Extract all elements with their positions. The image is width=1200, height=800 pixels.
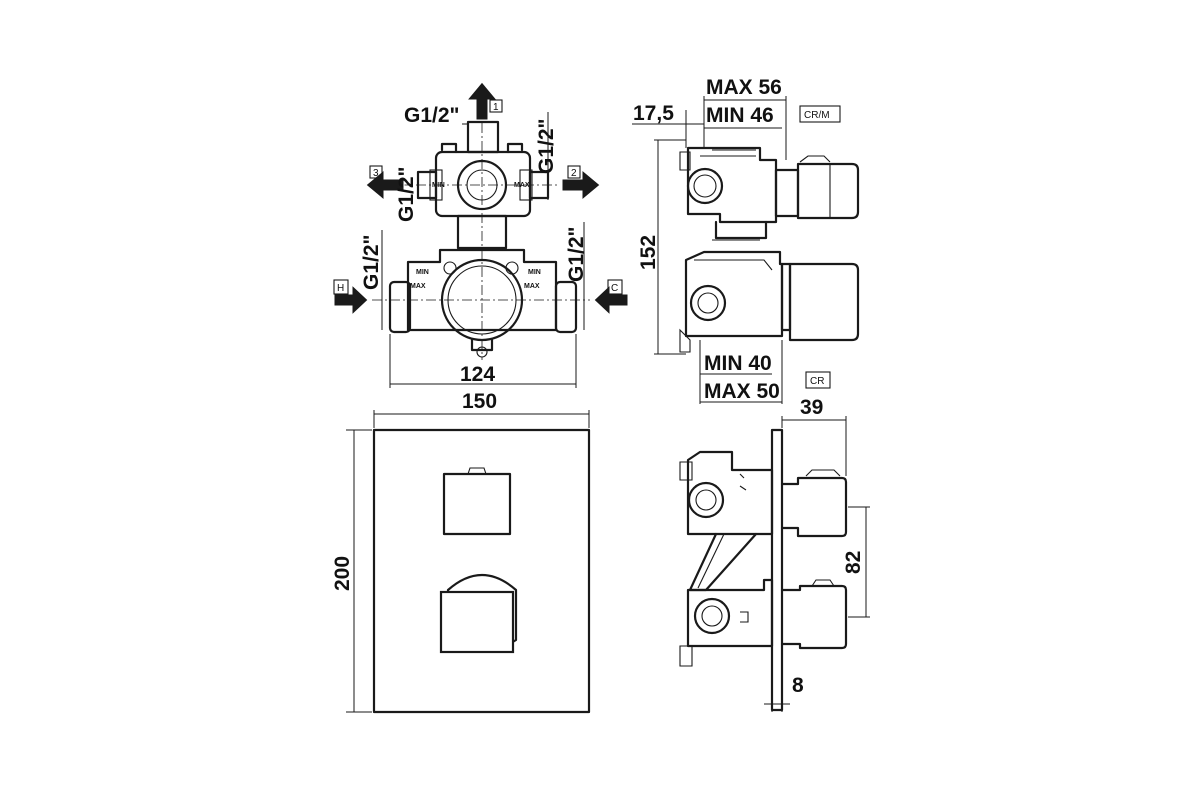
- min-mark-right: MIN: [528, 269, 541, 276]
- arrow-left-icon: [593, 283, 629, 317]
- inlet-hot-thread: G1/2": [360, 235, 383, 290]
- inlet-cold-label: C: [611, 283, 618, 294]
- min-mark: MIN: [432, 182, 445, 189]
- max-mark-left: MAX: [410, 283, 426, 290]
- dim-max-50: MAX 50: [704, 380, 780, 403]
- outlet-1: 1 G1/2": [404, 81, 503, 127]
- dim-152: 152: [637, 235, 660, 270]
- min-mark-left: MIN: [416, 269, 429, 276]
- outlet-1-thread: G1/2": [404, 104, 459, 127]
- arrow-right-icon: [333, 283, 369, 317]
- front-plate: 150 200: [331, 390, 591, 714]
- max-mark-right: MAX: [524, 283, 540, 290]
- side-view-body: 152 17,5 MAX 56 MIN 46 CR/M MIN 40 MAX 5…: [632, 76, 860, 404]
- dim-min-46: MIN 46: [706, 104, 774, 127]
- dim-82: 82: [842, 551, 865, 574]
- front-view-body: MIN MAX MIN MAX MIN MAX: [372, 105, 590, 360]
- outlet-3-label: 3: [373, 168, 379, 179]
- dim-39: 39: [800, 396, 823, 419]
- outlet-2: 2 G1/2": [535, 112, 601, 202]
- arrow-right-icon: [561, 168, 601, 202]
- dim-min-40: MIN 40: [704, 352, 772, 375]
- variant-cr: CR: [810, 376, 824, 387]
- side-view-installed: CR 39 82 8: [679, 371, 870, 712]
- outlet-2-thread: G1/2": [535, 119, 558, 174]
- inlet-cold-thread: G1/2": [565, 227, 588, 282]
- outlet-3-thread: G1/2": [395, 167, 418, 222]
- variant-cr-m: CR/M: [804, 110, 830, 121]
- outlet-2-label: 2: [571, 168, 577, 179]
- dim-max-56: MAX 56: [706, 76, 782, 99]
- dim-150: 150: [462, 390, 497, 413]
- arrow-up-icon: [465, 81, 499, 121]
- dim-124: 124: [460, 363, 495, 386]
- dim-8: 8: [792, 674, 804, 697]
- dim-17-5: 17,5: [633, 102, 674, 125]
- dim-body-width: 124: [389, 334, 577, 388]
- outlet-1-label: 1: [493, 102, 499, 113]
- outlet-3: 3 G1/2": [365, 165, 418, 222]
- inlet-hot-label: H: [337, 283, 344, 294]
- max-mark: MAX: [514, 182, 530, 189]
- inlet-cold: C G1/2": [565, 222, 629, 330]
- inlet-hot: H G1/2": [333, 230, 383, 330]
- dim-200: 200: [331, 556, 354, 591]
